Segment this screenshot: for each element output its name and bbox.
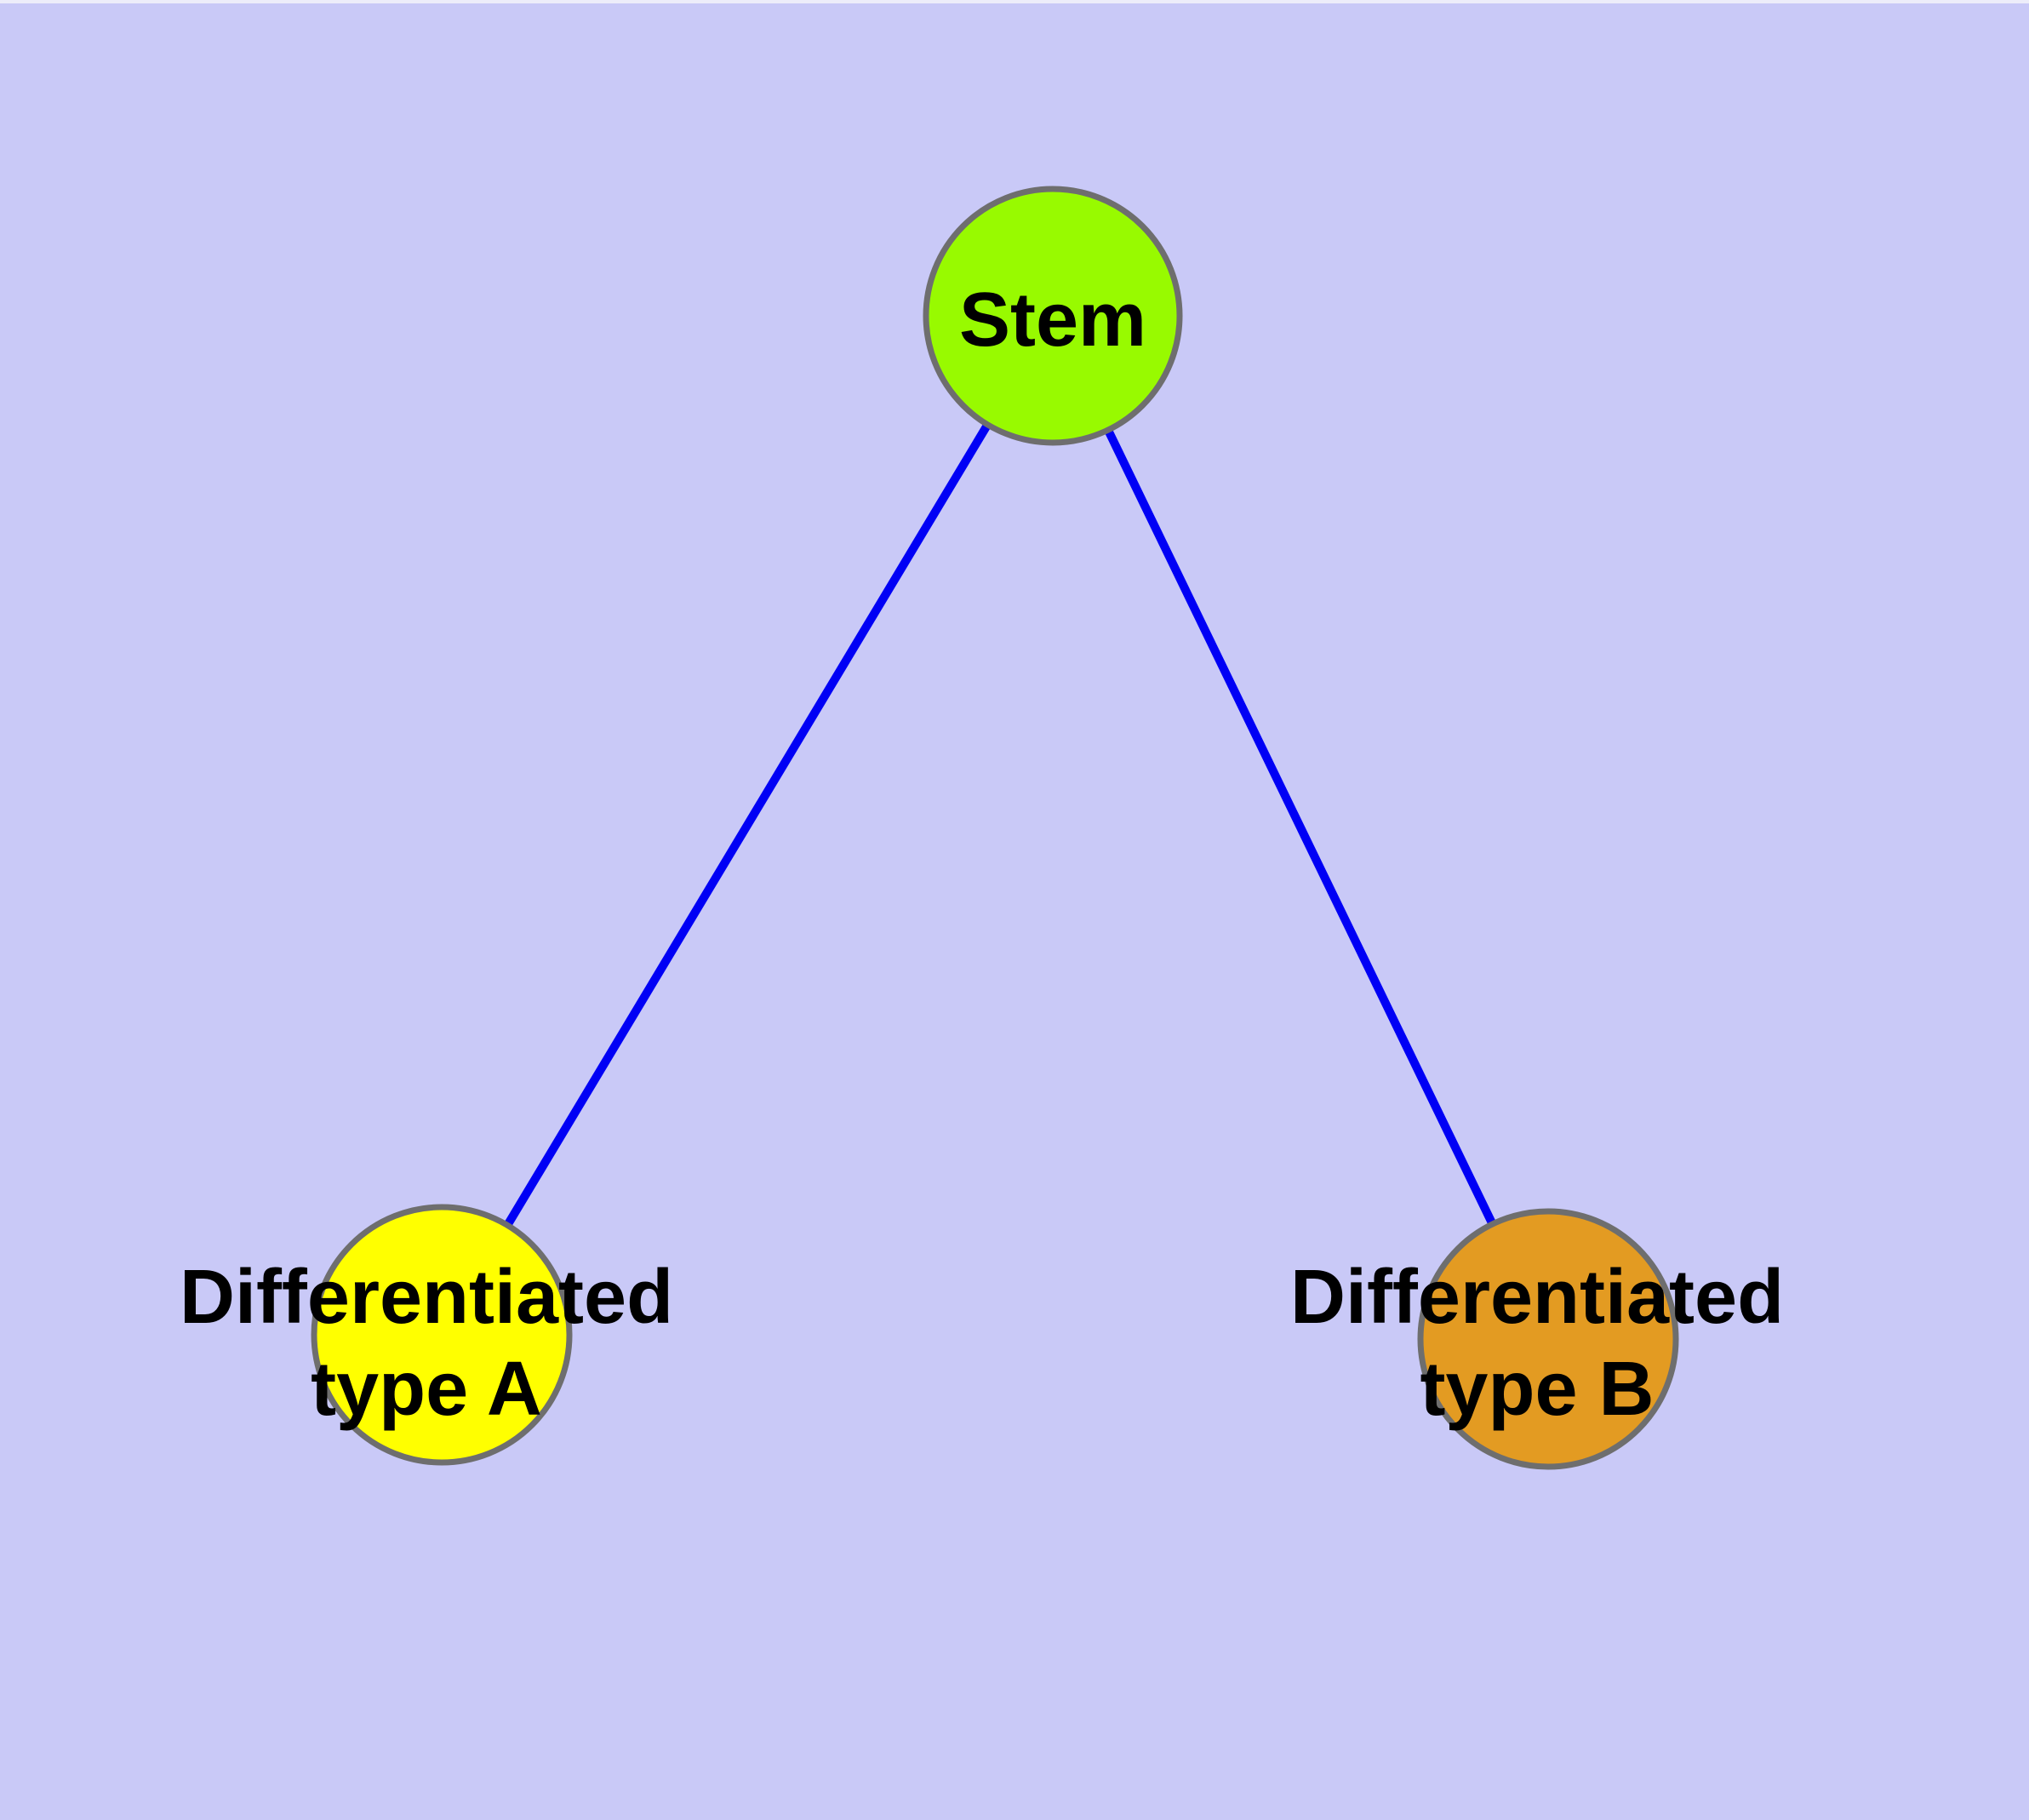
node-type-b-label: Differentiated type B	[1290, 1251, 1784, 1435]
edge-stem-to-type-a	[437, 312, 1057, 1339]
label-line-1: Differentiated	[179, 1255, 674, 1340]
canvas-top-edge-strip	[0, 0, 2029, 3]
edge-stem-to-type-b	[1049, 312, 1552, 1343]
label-line-2: type A	[311, 1347, 542, 1432]
node-stem-circle	[923, 186, 1183, 446]
label-line-2: type B	[1420, 1347, 1655, 1432]
node-type-b-circle	[1417, 1208, 1679, 1470]
label-line-1: Differentiated	[1289, 1255, 1785, 1340]
node-type-a-label: Differentiated type A	[180, 1251, 673, 1435]
node-stem-label: Stem	[958, 278, 1147, 363]
node-type-a-circle	[311, 1204, 573, 1466]
